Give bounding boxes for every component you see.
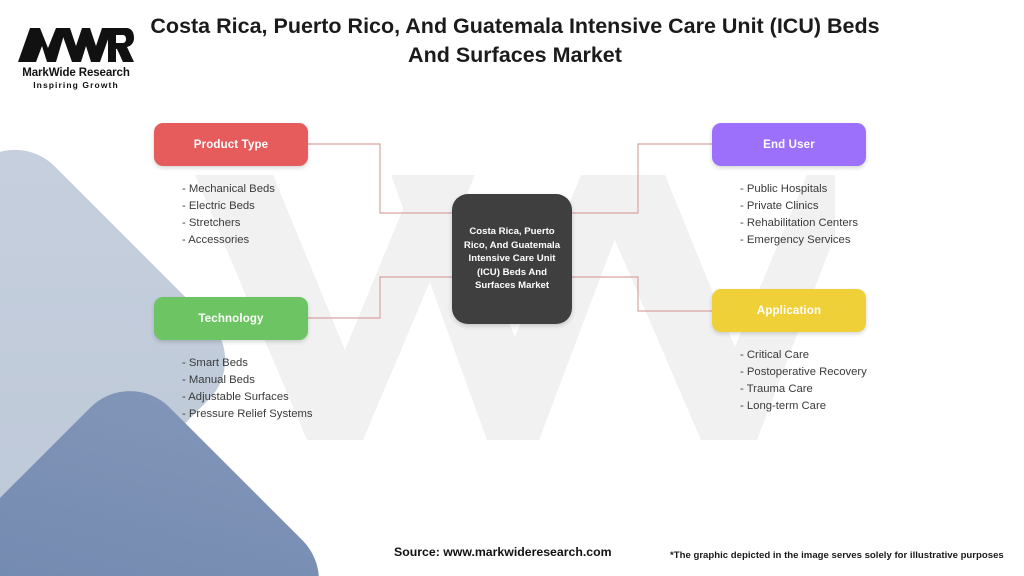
category-chip-product-type[interactable]: Product Type bbox=[154, 123, 308, 166]
list-item: - Rehabilitation Centers bbox=[740, 217, 859, 230]
list-item: - Accessories bbox=[182, 234, 250, 247]
list-item: - Trauma Care bbox=[740, 383, 813, 396]
list-item: - Manual Beds bbox=[182, 374, 255, 387]
disclaimer-text: *The graphic depicted in the image serve… bbox=[670, 550, 1004, 561]
connector-technology bbox=[308, 276, 452, 319]
category-label-end-user: End User bbox=[763, 138, 815, 151]
category-end-user: End User - Public Hospitals - Private Cl… bbox=[712, 123, 866, 266]
center-node-label: Costa Rica, Puerto Rico, And Guatemala I… bbox=[463, 225, 561, 292]
list-item: - Electric Beds bbox=[182, 200, 255, 213]
list-item: - Emergency Services bbox=[740, 234, 851, 247]
list-item: - Postoperative Recovery bbox=[740, 366, 867, 379]
list-item: - Private Clinics bbox=[740, 200, 819, 213]
list-item: - Pressure Relief Systems bbox=[182, 408, 313, 421]
list-item: - Smart Beds bbox=[182, 357, 248, 369]
brand-logo: MarkWide Research Inspiring Growth bbox=[16, 24, 136, 90]
source-text: Source: www.markwideresearch.com bbox=[394, 545, 612, 559]
connector-end-user bbox=[572, 143, 712, 214]
page-title: Costa Rica, Puerto Rico, And Guatemala I… bbox=[150, 14, 880, 68]
center-node: Costa Rica, Puerto Rico, And Guatemala I… bbox=[452, 194, 572, 324]
category-label-application: Application bbox=[756, 304, 822, 317]
category-chip-technology[interactable]: Technology bbox=[154, 297, 308, 340]
category-items-application: - Critical Care - Postoperative Recovery… bbox=[740, 347, 867, 416]
list-item: - Stretchers bbox=[182, 217, 241, 230]
list-item: - Long-term Care bbox=[740, 400, 827, 413]
list-item: - Critical Care bbox=[740, 349, 810, 361]
connector-application bbox=[572, 276, 712, 312]
brand-name: MarkWide Research bbox=[22, 67, 130, 79]
category-product-type: Product Type - Mechanical Beds - Electri… bbox=[154, 123, 308, 266]
category-label-product-type: Product Type bbox=[193, 138, 269, 151]
connector-product-type bbox=[308, 143, 452, 214]
category-chip-end-user[interactable]: End User bbox=[712, 123, 866, 166]
brand-tagline: Inspiring Growth bbox=[33, 80, 119, 90]
list-item: - Mechanical Beds bbox=[182, 183, 275, 195]
category-items-technology: - Smart Beds - Manual Beds - Adjustable … bbox=[182, 355, 313, 424]
category-label-technology: Technology bbox=[198, 312, 264, 325]
category-items-end-user: - Public Hospitals - Private Clinics - R… bbox=[740, 181, 866, 250]
mwr-logo-icon bbox=[18, 28, 134, 62]
category-chip-application[interactable]: Application bbox=[712, 289, 866, 332]
category-items-product-type: - Mechanical Beds - Electric Beds - Stre… bbox=[182, 181, 308, 250]
category-application: Application - Critical Care - Postoperat… bbox=[712, 289, 867, 432]
list-item: - Adjustable Surfaces bbox=[182, 391, 289, 404]
category-technology: Technology - Smart Beds - Manual Beds - … bbox=[154, 297, 313, 440]
list-item: - Public Hospitals bbox=[740, 183, 828, 195]
